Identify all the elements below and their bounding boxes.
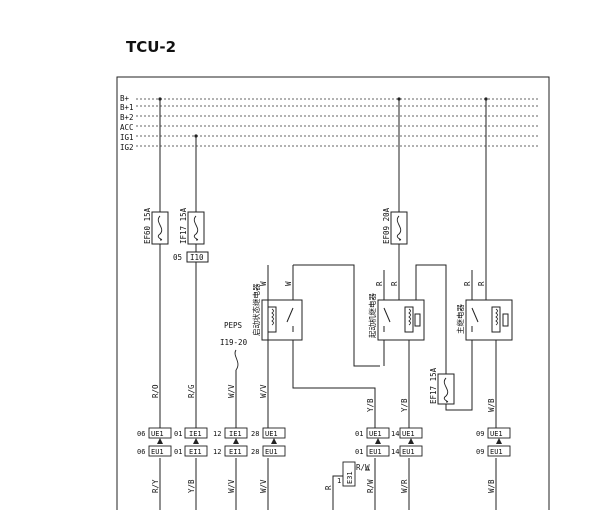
pin-1a: 06 xyxy=(137,430,145,438)
relay-peps-name: 启动状态继电器 xyxy=(251,283,261,336)
wire-label-wv4: W/V xyxy=(259,479,268,493)
conn-ue1d: UE1 xyxy=(402,430,415,438)
wire-label-ry: R/Y xyxy=(151,479,160,493)
relay-main xyxy=(465,299,513,341)
wire-label-w1: W xyxy=(259,281,268,286)
conn-eu1c: EU1 xyxy=(369,448,382,456)
conn-ue1b: UE1 xyxy=(265,430,278,438)
fuse-ef09 xyxy=(390,211,408,245)
pin-2d: 28 xyxy=(251,448,259,456)
wire-label-wv2: W/V xyxy=(259,384,268,398)
wire-label-rg: R/G xyxy=(187,384,196,398)
diagram-title: TCU-2 xyxy=(126,38,177,56)
fuse-label-ef09: EF09 20A xyxy=(382,207,391,244)
connector-i10: I10 05 xyxy=(173,251,209,263)
diagram-frame xyxy=(116,76,550,510)
peps-label: PEPS xyxy=(224,321,243,330)
power-rails xyxy=(136,98,540,147)
pin-1f: 14 xyxy=(391,430,399,438)
fuse-if17 xyxy=(187,211,205,245)
wire-label-yb1: Y/B xyxy=(366,398,375,412)
conn-eu1b: EU1 xyxy=(265,448,278,456)
pin-2b: 01 xyxy=(174,448,182,456)
peps-connector-ref: I19-20 xyxy=(220,338,248,347)
connector-e31-label: E31 xyxy=(346,471,354,484)
rail-label-ig1: IG1 xyxy=(120,133,134,142)
pin-2f: 14 xyxy=(391,448,399,456)
wire-label-r4: R xyxy=(477,281,486,286)
conn-ie1b: IE1 xyxy=(229,430,242,438)
connector-blocks xyxy=(148,427,511,457)
relay-main-name: 主继电器 xyxy=(455,304,465,334)
pin-1c: 12 xyxy=(213,430,221,438)
wire-label-wv1: W/V xyxy=(227,384,236,398)
rail-label-bplus: B+ xyxy=(120,94,130,103)
conn-eu1e: EU1 xyxy=(490,448,503,456)
rail-label-bplus1: B+1 xyxy=(120,103,134,112)
rail-label-acc: ACC xyxy=(120,123,134,132)
conn-eu1: EU1 xyxy=(151,448,164,456)
conn-eu1d: EU1 xyxy=(402,448,415,456)
fuse-label-ef60: EF60 15A xyxy=(143,207,152,244)
relay-starter xyxy=(377,299,425,341)
conn-ue1c: UE1 xyxy=(369,430,382,438)
wire-label-r5: R xyxy=(324,485,333,490)
wire-label-rw1: R/W xyxy=(356,463,370,472)
rail-junctions xyxy=(158,97,488,138)
wire-label-yb3: Y/B xyxy=(187,479,196,493)
relay-starter-name: 起动机继电器 xyxy=(367,293,377,338)
connector-i10-pin: 05 xyxy=(173,253,182,262)
rail-label-ig2: IG2 xyxy=(120,143,134,152)
fuse-label-if17: IF17 15A xyxy=(179,207,188,244)
wire-label-wb1: W/B xyxy=(487,398,496,412)
pin-2a: 06 xyxy=(137,448,145,456)
pin-2c: 12 xyxy=(213,448,221,456)
fuse-ef17 xyxy=(437,373,455,405)
relay-peps xyxy=(261,299,303,341)
pin-1g: 09 xyxy=(476,430,484,438)
conn-ue1: UE1 xyxy=(151,430,164,438)
connector-e31-pin: 1 xyxy=(337,477,341,485)
wire-label-yb2: Y/B xyxy=(400,398,409,412)
connector-i10-label: I10 xyxy=(190,253,204,262)
conn-ie1: IE1 xyxy=(189,430,202,438)
pin-2g: 09 xyxy=(476,448,484,456)
rail-label-bplus2: B+2 xyxy=(120,113,134,122)
wires xyxy=(159,99,497,510)
peps-ref-leader xyxy=(234,349,239,371)
wire-label-w2: W xyxy=(284,281,293,286)
fuse-ef60 xyxy=(151,211,169,245)
wire-label-wr: W/R xyxy=(400,479,409,493)
pin-1d: 28 xyxy=(251,430,259,438)
wire-label-rw2: R/W xyxy=(366,479,375,493)
connector-e31: E31 1 xyxy=(337,461,356,487)
wire-label-wv3: W/V xyxy=(227,479,236,493)
conn-ue1e: UE1 xyxy=(490,430,503,438)
wire-label-r2: R xyxy=(390,281,399,286)
wire-label-r1: R xyxy=(375,281,384,286)
fuse-label-ef17: EF17 15A xyxy=(429,367,438,404)
conn-ei1: EI1 xyxy=(189,448,202,456)
wire-label-ro: R/O xyxy=(151,384,160,398)
conn-ei1b: EI1 xyxy=(229,448,242,456)
wire-label-r3: R xyxy=(463,281,472,286)
pin-1b: 01 xyxy=(174,430,182,438)
pin-1e: 01 xyxy=(355,430,363,438)
pin-2e: 01 xyxy=(355,448,363,456)
connector-arrows xyxy=(157,438,502,444)
wire-label-wb2: W/B xyxy=(487,479,496,493)
